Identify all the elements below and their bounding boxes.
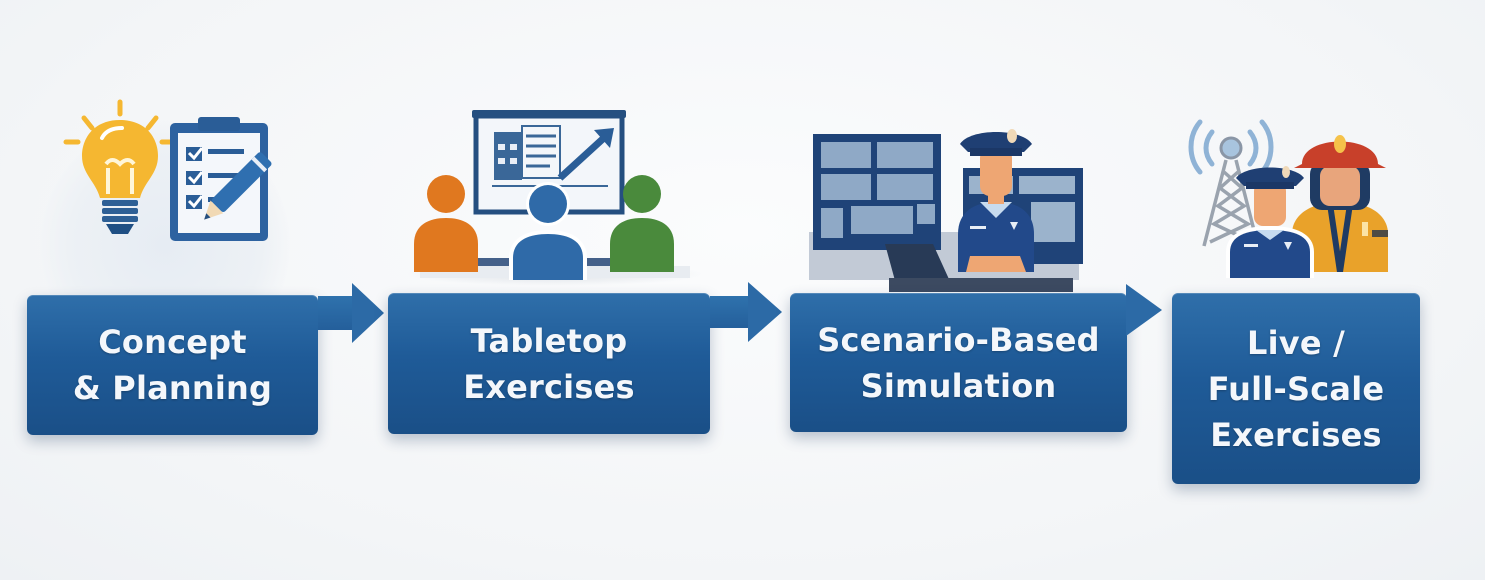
step-live-full-scale-exercises: Live / Full-Scale Exercises xyxy=(1172,293,1420,484)
person-green-icon xyxy=(606,174,676,274)
step-concept-planning: Concept & Planning xyxy=(27,295,318,435)
step-label-line: Exercises xyxy=(463,367,635,406)
clipboard-checklist-icon xyxy=(168,115,308,245)
person-orange-icon xyxy=(412,174,482,274)
step-label-line: Full-Scale xyxy=(1207,369,1385,408)
step-label-line: Live / xyxy=(1247,323,1345,362)
step-label-line: & Planning xyxy=(72,369,273,407)
lightbulb-icon xyxy=(62,98,175,243)
step-label-line: Simulation xyxy=(860,366,1057,405)
arrow-head-icon xyxy=(352,283,384,343)
arrow-connector-3 xyxy=(1126,284,1162,336)
person-blue-icon xyxy=(505,182,591,282)
step-tabletop-exercises: Tabletop Exercises xyxy=(388,293,710,434)
officer-icon xyxy=(940,122,1050,272)
step-label-line: Scenario-Based xyxy=(817,320,1100,359)
officer-icon xyxy=(1222,160,1318,278)
arrow-connector-1 xyxy=(318,296,354,330)
step-label-line: Concept xyxy=(98,323,247,361)
firefighter-icon xyxy=(1286,130,1394,273)
step-scenario-based-simulation: Scenario-Based Simulation xyxy=(790,293,1127,432)
arrow-head-icon xyxy=(748,282,782,342)
step-label-line: Exercises xyxy=(1210,415,1382,454)
step-label-line: Tabletop xyxy=(470,321,628,360)
arrow-connector-2 xyxy=(710,296,750,328)
